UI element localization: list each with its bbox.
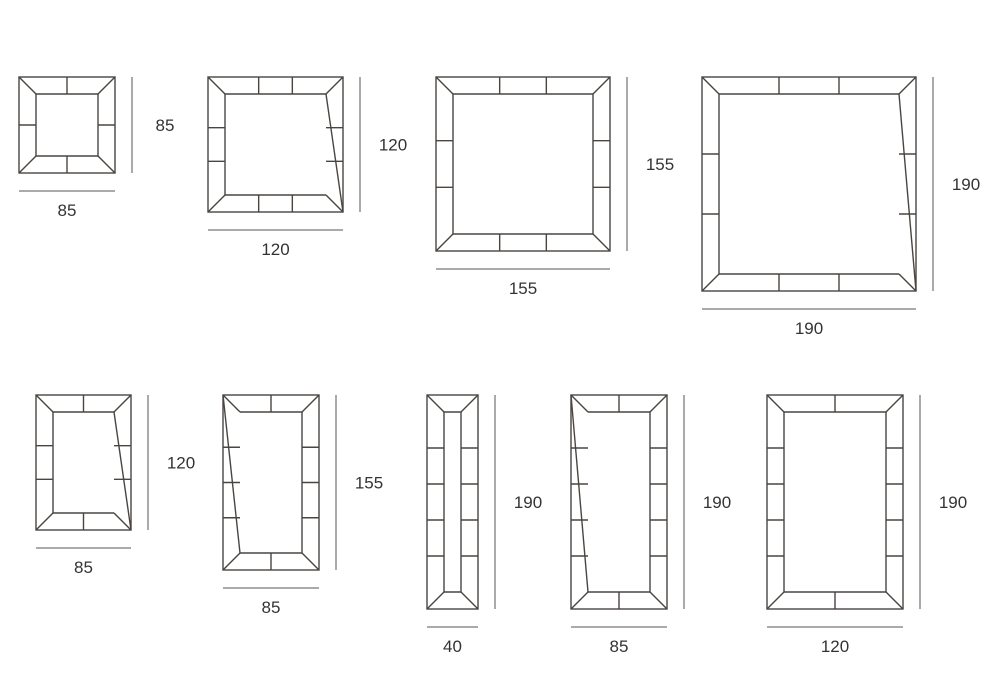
- height-label: 190: [703, 493, 731, 512]
- corner-miter: [592, 233, 611, 252]
- corner-miter: [570, 394, 589, 413]
- corner-miter: [18, 155, 37, 174]
- corner-miter: [325, 76, 344, 95]
- frame-40x190: 190 40: [426, 394, 542, 656]
- corner-miter: [701, 273, 720, 292]
- outer-frame: [701, 76, 917, 292]
- frame-85x155: 155 85: [222, 394, 383, 617]
- corner-miter: [301, 394, 320, 413]
- outer-frame: [35, 394, 132, 531]
- corner-miter: [426, 394, 445, 413]
- corner-miter: [898, 76, 917, 95]
- height-label: 155: [646, 155, 674, 174]
- corner-miter: [207, 194, 226, 213]
- frame-85x190: 190 85: [570, 394, 731, 656]
- corner-miter: [460, 591, 479, 610]
- slanted-edge: [222, 394, 241, 554]
- corner-miter: [97, 155, 116, 174]
- width-label: 85: [610, 637, 629, 656]
- corner-miter: [460, 394, 479, 413]
- slanted-edge: [898, 93, 917, 292]
- height-label: 120: [167, 454, 195, 473]
- corner-miter: [222, 394, 241, 413]
- frame-85x120: 120 85: [35, 394, 195, 577]
- corner-miter: [649, 591, 668, 610]
- corner-miter: [435, 233, 454, 252]
- outer-frame: [207, 76, 344, 213]
- corner-miter: [766, 394, 785, 413]
- corner-miter: [898, 273, 917, 292]
- corner-miter: [301, 552, 320, 571]
- width-label: 120: [261, 240, 289, 259]
- height-label: 190: [514, 493, 542, 512]
- width-label: 40: [443, 637, 462, 656]
- corner-miter: [97, 76, 116, 95]
- corner-miter: [113, 512, 132, 531]
- height-label: 120: [379, 136, 407, 155]
- corner-miter: [435, 76, 454, 95]
- slanted-edge: [325, 93, 344, 213]
- frame-85x85: 85 85: [18, 76, 175, 220]
- outer-frame: [435, 76, 611, 252]
- corner-miter: [570, 591, 589, 610]
- height-label: 190: [952, 175, 980, 194]
- outer-frame: [570, 394, 668, 610]
- corner-miter: [885, 394, 904, 413]
- corner-miter: [325, 194, 344, 213]
- corner-miter: [35, 394, 54, 413]
- frame-155x155: 155 155: [435, 76, 674, 298]
- corner-miter: [766, 591, 785, 610]
- frame-120x120: 120 120: [207, 76, 407, 259]
- corner-miter: [701, 76, 720, 95]
- width-label: 120: [821, 637, 849, 656]
- corner-miter: [222, 552, 241, 571]
- height-label: 85: [156, 116, 175, 135]
- height-label: 190: [939, 493, 967, 512]
- corner-miter: [649, 394, 668, 413]
- width-label: 190: [795, 319, 823, 338]
- corner-miter: [885, 591, 904, 610]
- width-label: 85: [74, 558, 93, 577]
- frame-120x190: 190 120: [766, 394, 967, 656]
- corner-miter: [18, 76, 37, 95]
- corner-miter: [426, 591, 445, 610]
- width-label: 85: [58, 201, 77, 220]
- width-label: 155: [509, 279, 537, 298]
- corner-miter: [35, 512, 54, 531]
- slanted-edge: [113, 411, 132, 531]
- slanted-edge: [570, 394, 589, 593]
- corner-miter: [113, 394, 132, 413]
- outer-frame: [426, 394, 479, 610]
- width-label: 85: [262, 598, 281, 617]
- height-label: 155: [355, 474, 383, 493]
- corner-miter: [207, 76, 226, 95]
- corner-miter: [592, 76, 611, 95]
- outer-frame: [766, 394, 904, 610]
- frame-190x190: 190 190: [701, 76, 980, 338]
